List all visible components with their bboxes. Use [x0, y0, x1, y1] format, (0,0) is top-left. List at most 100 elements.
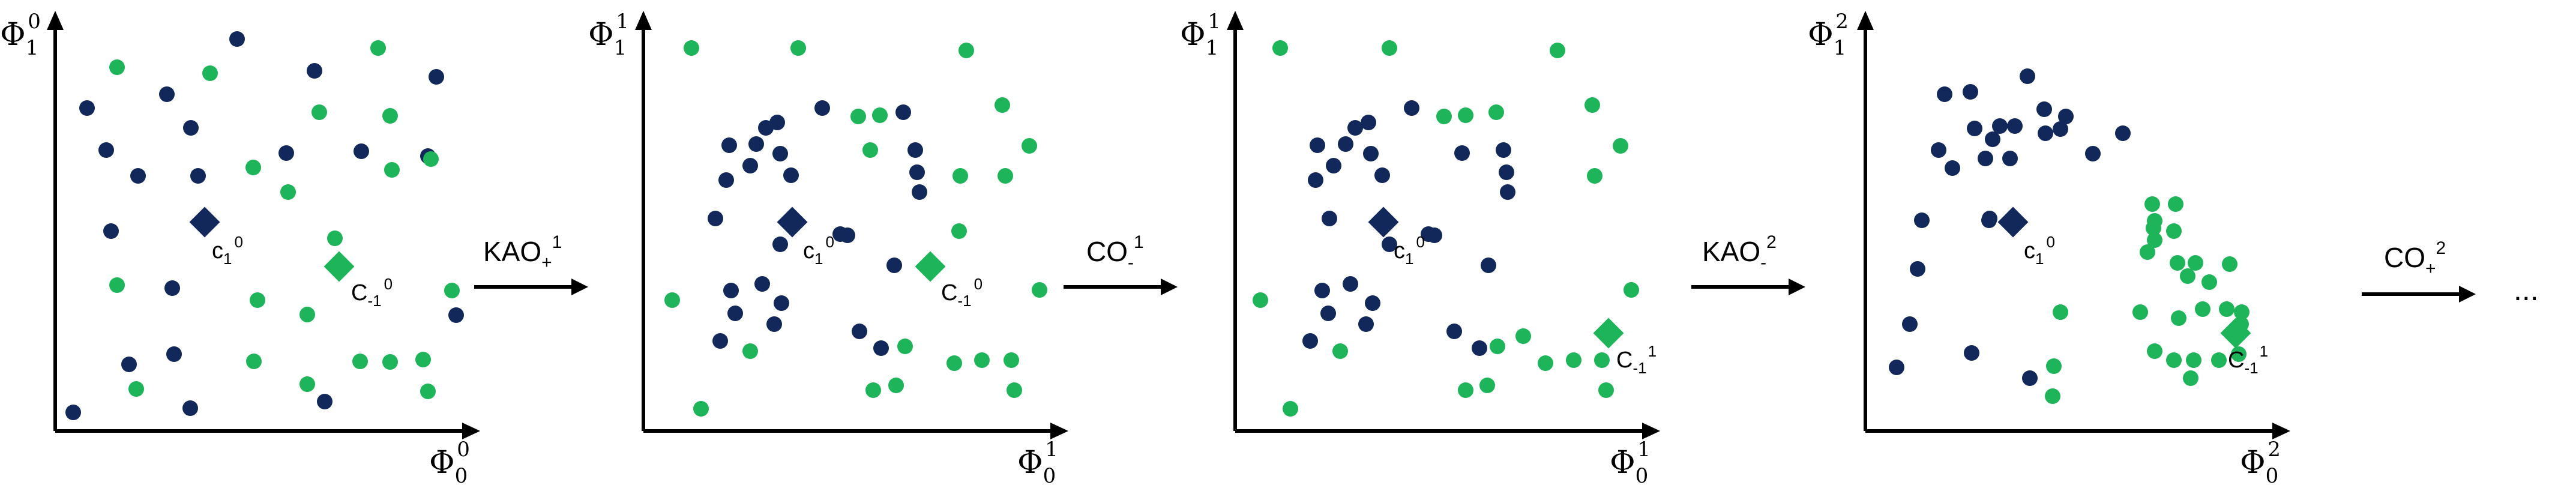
transition-4-label: CO+2 [2384, 238, 2446, 279]
panel-3-blue-centroid-label: c10 [1394, 233, 1425, 268]
panel-4-blue-point [1963, 84, 1978, 100]
panel-2-blue-point [718, 172, 734, 188]
continuation-ellipsis: ... [2514, 273, 2539, 307]
panel-1-y-axis-label: Φ10 [0, 10, 41, 60]
panel-2-blue-point [873, 340, 889, 356]
panel-2-green-point [1032, 282, 1047, 298]
panel-1-green-point [128, 381, 144, 397]
panel-3-y-axis-label: Φ11 [1180, 10, 1221, 60]
panel-3-axes [1227, 11, 1660, 439]
panel-2-blue-point [748, 136, 764, 152]
panel-4-blue-point [1910, 261, 1925, 277]
panel-3-green-point [1515, 328, 1531, 344]
panel-2-blue-centroid [777, 206, 808, 238]
panel-2-green-point [862, 142, 878, 158]
panel-4-green-point [2219, 301, 2234, 317]
panel-2-blue-point [912, 184, 927, 200]
panel-1-blue-point [164, 280, 180, 296]
panel-4-blue-point [2053, 121, 2068, 137]
panel-1-green-point [109, 59, 125, 75]
panel-1-blue-point [307, 63, 322, 79]
panel-4-green-point [2166, 352, 2182, 368]
panel-2-green-point [974, 352, 990, 368]
panel-1-points [65, 31, 464, 420]
panel-4-green-point [2146, 220, 2161, 236]
panel-3-green-point [1550, 43, 1565, 58]
panel-2-green-centroid [915, 251, 946, 282]
panel-2-green-point [888, 378, 904, 393]
panel-4-blue-point [1931, 142, 1946, 158]
panel-4-green-point [2147, 232, 2162, 248]
panel-1-green-point [420, 384, 436, 399]
panel-4-green-point [2046, 358, 2062, 374]
panel-3-blue-point [1322, 211, 1337, 226]
panel-3-green-centroid [1593, 318, 1624, 349]
panel-1-green-point [299, 307, 315, 322]
panel-2-blue-point [708, 211, 723, 226]
panel-3-green-point [1587, 168, 1602, 184]
panel-2-green-point [946, 355, 962, 371]
panel-4-green-point [2186, 352, 2201, 368]
panel-1-blue-point [190, 168, 206, 184]
panel-1-green-point [245, 160, 261, 175]
panel-1-green-point [246, 354, 262, 369]
panel-3-blue-point [1343, 276, 1358, 292]
panel-2-green-point [684, 40, 699, 56]
panel-1-green-point [370, 40, 386, 56]
panel-3-blue-point [1472, 340, 1487, 356]
panel-4-blue-point [2020, 68, 2035, 84]
panel-3-green-point [1624, 282, 1639, 298]
panel-4-green-point [2234, 304, 2249, 320]
panel-2-x-axis-label: Φ01 [1017, 438, 1058, 485]
panel-2-green-point [742, 343, 758, 359]
panel-2-blue-point [723, 283, 739, 298]
panel-3-blue-point [1382, 236, 1397, 252]
panel-3-blue-point [1326, 158, 1341, 173]
transition-3: KAO-2 [1691, 232, 1805, 295]
panel-3-blue-point [1314, 283, 1330, 298]
panel-3-blue-point [1308, 172, 1323, 188]
panel-2: Φ11 Φ01 c10 C-10 [588, 10, 1068, 485]
panel-4-blue-point [2007, 118, 2023, 134]
panel-4-blue-point [1992, 118, 2008, 134]
panel-3-green-point [1253, 292, 1268, 308]
panel-4: Φ12 Φ02 c10 C-11 [1808, 10, 2290, 485]
panel-3-green-point [1488, 104, 1504, 120]
panel-1-green-point [299, 376, 315, 392]
panel-4-blue-point [2085, 146, 2101, 161]
panel-1-green-point [382, 354, 398, 370]
panel-1-blue-point [166, 346, 182, 362]
panel-4-green-point [2195, 301, 2210, 317]
panel-1-blue-point [354, 143, 369, 159]
panel-1: Φ10 Φ00 c10 C-10 [0, 10, 480, 485]
panel-3-blue-point [1320, 306, 1336, 321]
panel-3-green-point [1594, 352, 1610, 368]
panel-2-green-point [958, 43, 974, 58]
panel-3-green-point [1382, 40, 1397, 56]
panel-4-green-point [2170, 255, 2185, 271]
panel-1-green-centroid [324, 251, 355, 282]
panel-4-blue-point [2002, 151, 2018, 166]
transition-2: CO-1 [1064, 232, 1178, 295]
panel-2-blue-point [766, 316, 782, 332]
transition-4: CO+2 [2362, 238, 2476, 303]
panel-3-blue-centroid [1368, 206, 1399, 238]
panel-2-blue-point [742, 158, 758, 173]
panel-2-green-point [952, 168, 968, 184]
panel-2-blue-point [727, 306, 743, 321]
panel-3-blue-point [1496, 142, 1511, 158]
panel-1-green-point [352, 354, 368, 369]
panel-1-blue-point [65, 405, 81, 420]
panel-1-blue-point [130, 168, 146, 184]
panel-4-green-point [2144, 196, 2160, 212]
panel-2-axes [635, 11, 1068, 439]
panel-2-green-point [872, 107, 888, 123]
panel-1-blue-point [182, 400, 198, 416]
panel-4-green-point [2183, 370, 2198, 386]
panel-1-green-point [384, 162, 400, 178]
panel-1-green-point [327, 230, 343, 246]
panel-3-green-point [1436, 109, 1452, 124]
panel-3-blue-point [1481, 258, 1496, 273]
panel-3: Φ11 Φ01 c10 C-11 [1180, 10, 1660, 485]
